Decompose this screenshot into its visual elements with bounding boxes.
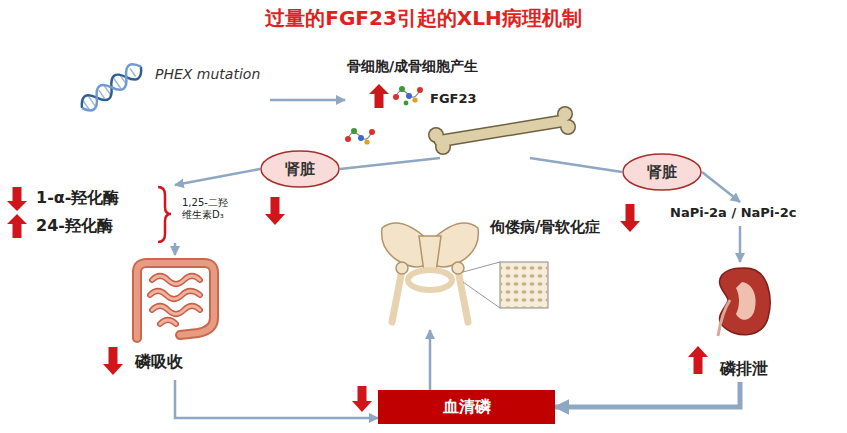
protein-bead — [369, 129, 375, 135]
protein-bead — [399, 86, 405, 92]
node-label: 骨细胞/成骨细胞产生 — [347, 58, 478, 75]
node-label: 肾脏 — [285, 160, 315, 178]
node-label: 1-α-羟化酶 — [36, 188, 119, 207]
flow-connector — [555, 382, 740, 407]
title-bar: 过量的FGF23引起的XLH病理机制 — [0, 5, 847, 32]
serum-box: 血清磷 — [378, 390, 555, 424]
dna-icon — [77, 60, 145, 114]
renal-pelvis — [736, 282, 756, 320]
enzyme-group: 1-α-羟化酶 24-羟化酶 1,25-二羟维生素D₃ — [30, 185, 250, 243]
protein-bead — [412, 97, 417, 102]
flow-connector — [530, 158, 622, 172]
diagram-title: 过量的FGF23引起的XLH病理机制 — [265, 5, 581, 32]
colon — [137, 263, 214, 338]
node-sublabel: 24-羟化酶 — [36, 216, 113, 235]
node-sublabel: 1,25-二羟维生素D₃ — [182, 197, 236, 221]
increase-arrow — [7, 214, 27, 238]
protein-bead — [351, 128, 357, 134]
bone-knob — [559, 108, 572, 121]
kidney-ellipse: 肾脏 — [260, 150, 340, 188]
small-intestine — [150, 276, 200, 324]
protein-bead — [417, 87, 423, 93]
kidney — [720, 268, 771, 335]
intestine-node: 磷吸收 — [100, 255, 230, 380]
flow-connector — [739, 226, 742, 262]
node-label: 血清磷 — [443, 397, 491, 416]
flow-connector — [270, 99, 345, 102]
kidney-ellipse-shape — [261, 151, 339, 187]
increase-arrow — [369, 84, 389, 108]
dna-strand — [77, 60, 145, 114]
bone-outline — [440, 121, 562, 141]
small-intestine — [150, 276, 200, 324]
ureter — [718, 300, 730, 336]
kidney-illustration — [718, 268, 770, 336]
decrease-arrow — [103, 347, 123, 375]
protein-bead — [364, 139, 369, 144]
flow-connector — [340, 158, 440, 169]
pubic-ring — [408, 270, 452, 290]
node-label: 佝偻病/骨软化症 — [490, 218, 600, 236]
colon — [137, 263, 214, 338]
mutation-label: PHEX mutation — [150, 60, 270, 110]
kidney-ellipse: 肾脏 — [622, 153, 702, 191]
bone-shaft — [440, 121, 562, 141]
sacrum — [419, 236, 441, 272]
dna-rung — [114, 78, 121, 88]
protein-icon — [393, 86, 423, 105]
pelvis-illustration — [382, 223, 479, 322]
dna-rung — [130, 68, 136, 76]
bone-texture — [500, 262, 548, 308]
flow-connector — [174, 243, 177, 255]
flow-connector — [175, 169, 260, 185]
node-label: 磷排泄 — [720, 359, 768, 378]
bone-illustration — [428, 106, 576, 155]
protein-bead — [358, 135, 364, 141]
flow-connector — [429, 330, 432, 390]
magnifier-line — [463, 262, 500, 272]
protein-bead — [393, 94, 399, 100]
magnifier-line — [463, 282, 500, 308]
flow-connector — [702, 172, 740, 202]
decrease-arrow — [265, 197, 285, 225]
node-label: 磷吸收 — [135, 352, 183, 371]
protein-bead — [406, 93, 412, 99]
decrease-arrow — [352, 386, 372, 412]
node-label: 肾脏 — [647, 163, 677, 181]
dna-strand — [77, 60, 145, 114]
decrease-arrow — [7, 187, 27, 211]
femur — [458, 270, 468, 322]
decrease-arrow — [620, 204, 640, 232]
brace — [158, 187, 171, 242]
femur-head — [396, 262, 408, 274]
intestine-illustration — [137, 263, 214, 338]
increase-arrow — [688, 346, 708, 374]
bone-knob — [562, 121, 575, 134]
kidney-ellipse-shape — [623, 154, 701, 190]
kidney-node: 磷排泄 — [685, 262, 790, 382]
bone-knob — [437, 141, 450, 154]
protein-bead — [345, 136, 351, 142]
dna-rung — [99, 90, 105, 98]
bone-section — [500, 262, 548, 308]
protein-bead — [404, 101, 409, 106]
transporter-label: NaPi-2a / NaPi-2c — [668, 202, 818, 226]
flow-connector — [175, 380, 378, 418]
node-label: PHEX mutation — [155, 66, 260, 83]
node-sublabel: FGF23 — [430, 91, 477, 107]
femur — [392, 270, 402, 322]
bone-knob — [430, 129, 443, 142]
dna-rungs — [82, 67, 137, 111]
node-label: NaPi-2a / NaPi-2c — [670, 205, 796, 221]
protein-icon — [345, 128, 375, 145]
femur-head — [452, 262, 464, 274]
skeleton-node: 佝偻病/骨软化症 — [372, 212, 622, 330]
fgf23-source: 骨细胞/成骨细胞产生 FGF23 — [345, 56, 575, 158]
